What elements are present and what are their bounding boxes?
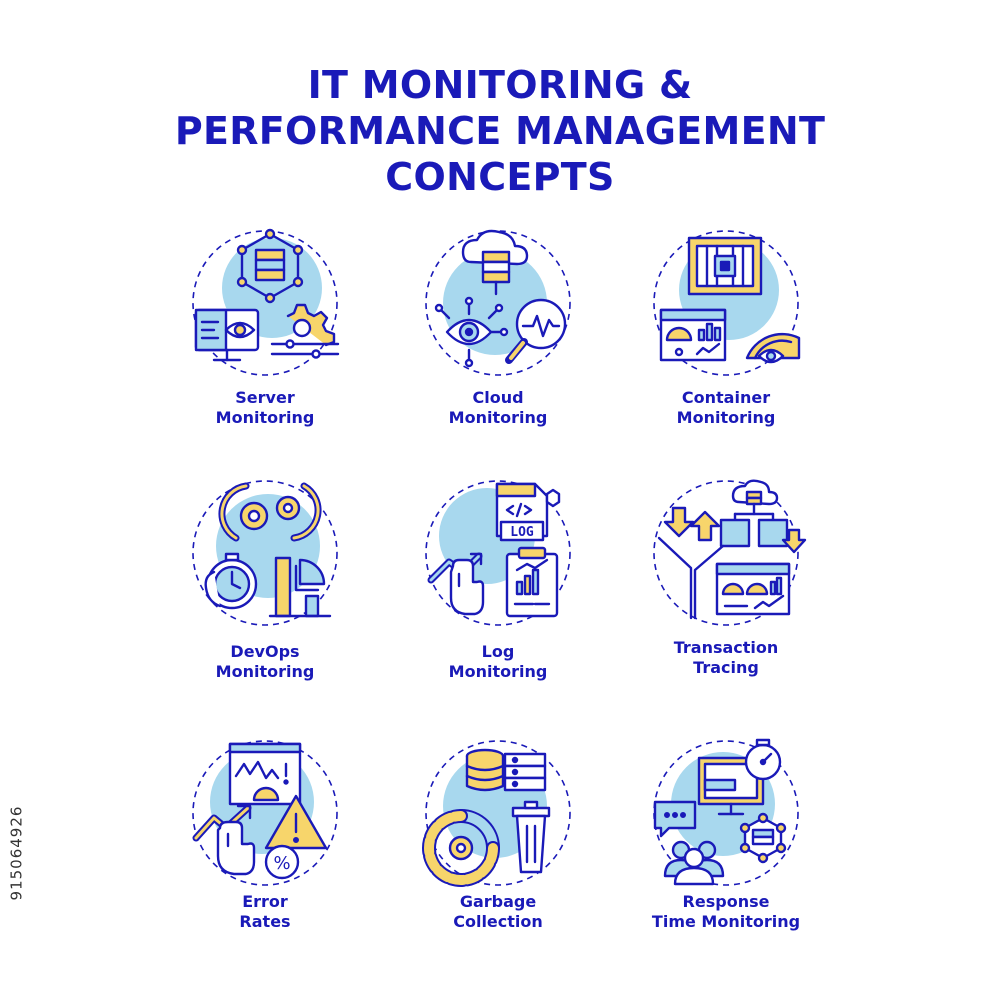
concept-garbage-collection: Garbage Collection: [398, 738, 598, 938]
concept-response-time-monitoring: Response Time Monitoring: [626, 738, 826, 938]
title-line-1: IT MONITORING &: [307, 63, 693, 107]
concept-label: Container Monitoring: [676, 388, 776, 427]
error-rates-icon: %: [192, 740, 338, 886]
devops-monitoring-icon: [192, 480, 338, 626]
log-badge-text: LOG: [510, 525, 534, 540]
concept-transaction-tracing: Transaction Tracing: [626, 478, 826, 688]
concept-label: Transaction Tracing: [673, 638, 779, 677]
transaction-tracing-icon: [653, 479, 807, 626]
concept-label: Error Rates: [239, 892, 291, 931]
container-monitoring-icon: [653, 230, 801, 376]
concept-label: Garbage Collection: [453, 892, 543, 931]
server-monitoring-icon: [192, 228, 340, 376]
concept-error-rates: % Error Rates: [165, 738, 365, 938]
concept-label: Server Monitoring: [215, 388, 315, 427]
stock-id: 915064926: [4, 758, 28, 948]
garbage-collection-icon: [422, 740, 571, 887]
cloud-monitoring-icon: [425, 229, 571, 376]
concept-devops-monitoring: DevOps Monitoring: [165, 478, 365, 688]
log-monitoring-icon: LOG: [425, 480, 571, 626]
page-title: IT MONITORING & PERFORMANCE MANAGEMENT C…: [0, 62, 1000, 200]
concept-label: Cloud Monitoring: [448, 388, 548, 427]
concept-server-monitoring: Server Monitoring: [165, 228, 365, 438]
response-time-monitoring-icon: [653, 738, 799, 886]
concept-label: Response Time Monitoring: [651, 892, 801, 931]
concept-log-monitoring: LOG Log Monitoring: [398, 478, 598, 688]
concept-container-monitoring: Container Monitoring: [626, 228, 826, 438]
title-line-2: PERFORMANCE MANAGEMENT: [174, 109, 826, 153]
concept-label: DevOps Monitoring: [215, 642, 315, 681]
percent-glyph: %: [273, 853, 290, 874]
title-line-3: CONCEPTS: [385, 155, 615, 199]
stock-id-text: 915064926: [7, 805, 25, 901]
concept-label: Log Monitoring: [448, 642, 548, 681]
concept-cloud-monitoring: Cloud Monitoring: [398, 228, 598, 438]
